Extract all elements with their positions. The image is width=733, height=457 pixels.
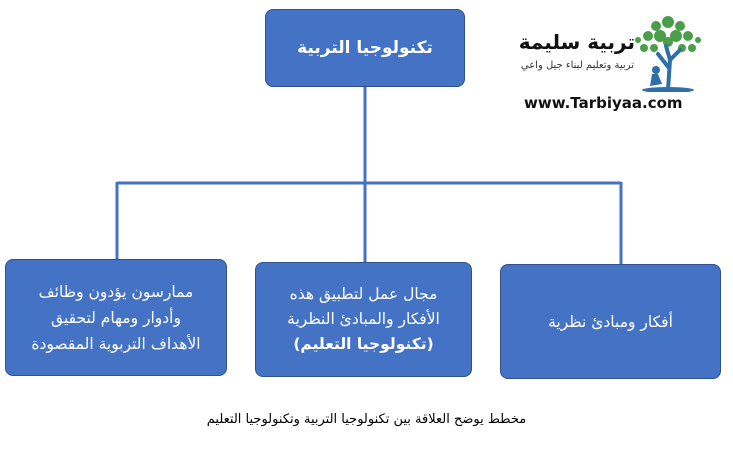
logo-title: تربية سليمة (518, 30, 635, 54)
node-practitioners-line-2: وأدوار ومهام لتحقيق (51, 308, 181, 327)
node-field-of-work: مجال عمل لتطبيق هذه الأفكار والمبادئ الن… (255, 262, 472, 377)
site-logo: تربية سليمة تربية وتعليم لبناء جيل واعي … (518, 8, 720, 118)
diagram-caption: مخطط يوضح العلاقة بين تكنولوجيا التربية … (206, 412, 527, 427)
tree-reading-icon (635, 16, 701, 92)
node-practitioners: ممارسون يؤدون وظائف وأدوار ومهام لتحقيق … (5, 259, 227, 376)
node-ideas-principles: أفكار ومبادئ نظرية (500, 264, 721, 379)
node-practitioners-line-3: الأهداف التربوية المقصودة (31, 334, 201, 353)
node-ideas-principles-line-1: أفكار ومبادئ نظرية (548, 312, 673, 331)
node-practitioners-line-1: ممارسون يؤدون وظائف (38, 282, 194, 301)
root-node: تكنولوجيا التربية (265, 9, 465, 87)
logo-url: www.Tarbiyaa.com (524, 94, 683, 112)
logo-tagline: تربية وتعليم لبناء جيل واعي (520, 60, 634, 71)
node-field-of-work-line-1: مجال عمل لتطبيق هذه (289, 285, 438, 303)
root-node-label: تكنولوجيا التربية (297, 38, 433, 58)
node-field-of-work-line-2: الأفكار والمبادئ النظرية (287, 310, 440, 328)
node-field-of-work-bold-line: (تكنولوجيا التعليم) (293, 335, 434, 353)
